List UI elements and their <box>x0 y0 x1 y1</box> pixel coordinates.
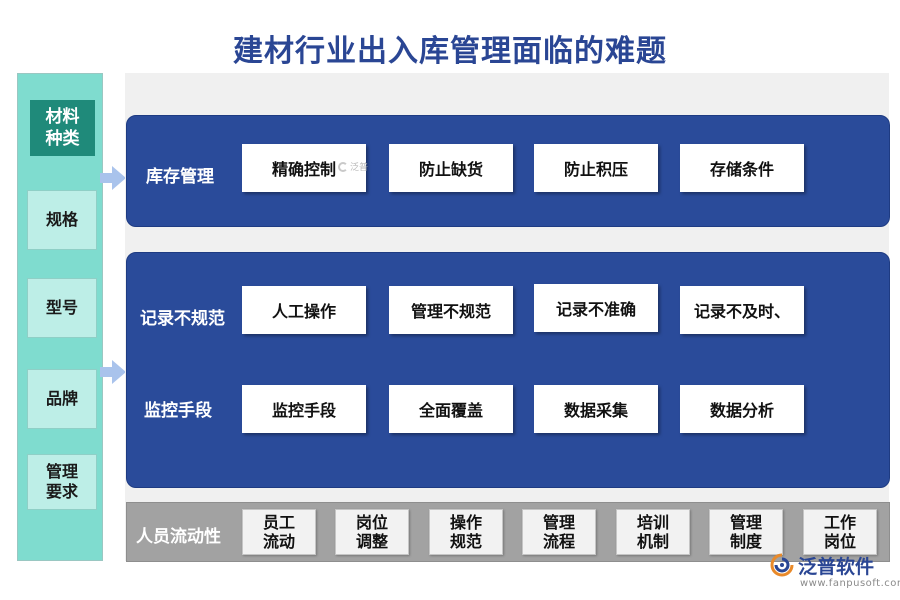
staff-mobility-item: 管理 流程 <box>522 509 596 555</box>
left-item-model: 型号 <box>27 278 97 338</box>
material-type-header: 材料 种类 <box>30 100 95 156</box>
monitoring-card: 全面覆盖 <box>389 385 513 433</box>
staff-mobility-label: 人员流动性 <box>136 527 221 547</box>
records-card: 记录不及时、 <box>680 286 804 334</box>
monitoring-card: 数据采集 <box>534 385 658 433</box>
staff-mobility-item: 培训 机制 <box>616 509 690 555</box>
monitoring-card: 监控手段 <box>242 385 366 433</box>
records-card: 记录不准确 <box>534 284 658 332</box>
inventory-card: 存储条件 <box>680 144 804 192</box>
page-title: 建材行业出入库管理面临的难题 <box>233 34 667 69</box>
records-label: 记录不规范 <box>140 309 225 329</box>
staff-mobility-item: 操作 规范 <box>429 509 503 555</box>
records-card: 人工操作 <box>242 286 366 334</box>
inventory-card: 防止积压 <box>534 144 658 192</box>
arrow-right-icon <box>100 166 128 190</box>
watermark-logo: 泛普 <box>338 160 368 173</box>
inventory-label: 库存管理 <box>146 167 214 187</box>
left-item-spec: 规格 <box>27 190 97 250</box>
fanpu-logo-icon <box>770 553 794 577</box>
arrow-right-icon <box>100 360 128 384</box>
brand-logo: 泛普软件 <box>770 552 874 578</box>
records-card: 管理不规范 <box>389 286 513 334</box>
staff-mobility-item: 岗位 调整 <box>335 509 409 555</box>
brand-name: 泛普软件 <box>798 555 875 578</box>
inventory-card: 精确控制 <box>242 144 366 192</box>
inventory-card: 防止缺货 <box>389 144 513 192</box>
monitoring-card: 数据分析 <box>680 385 804 433</box>
staff-mobility-item: 工作 岗位 <box>803 509 877 555</box>
brand-url: www.fanpusoft.com <box>800 578 900 589</box>
staff-mobility-item: 员工 流动 <box>242 509 316 555</box>
left-item-management-requirements: 管理 要求 <box>27 454 97 510</box>
left-item-brand: 品牌 <box>27 369 97 429</box>
monitoring-label: 监控手段 <box>144 401 212 421</box>
staff-mobility-item: 管理 制度 <box>709 509 783 555</box>
